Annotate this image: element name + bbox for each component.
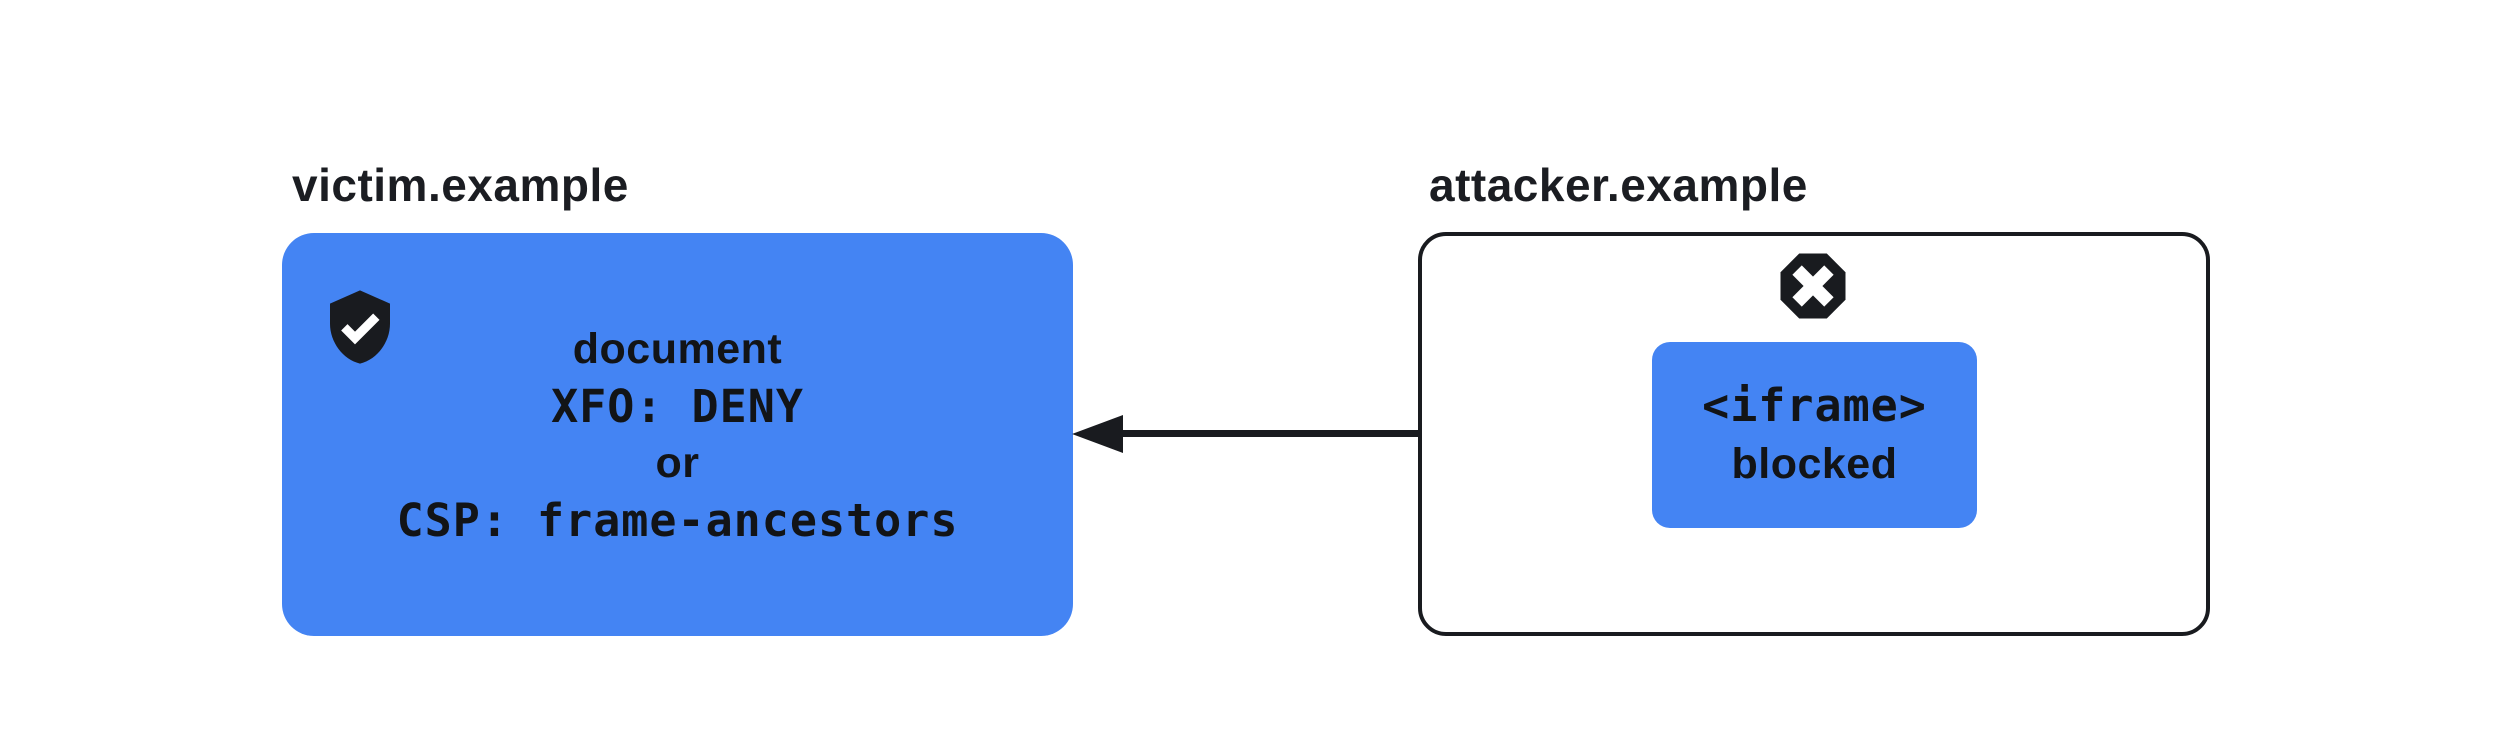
victim-domain-label: victim.example: [292, 159, 629, 211]
octagon-x-icon: [1780, 253, 1846, 319]
attacker-domain-label: attacker.example: [1429, 159, 1808, 211]
victim-document-box: document XFO: DENY or CSP: frame-ancesto…: [282, 233, 1073, 636]
victim-line-document: document: [572, 324, 783, 373]
shield-check-icon: [330, 290, 390, 364]
iframe-blocked-label: blocked: [1731, 440, 1898, 488]
blocked-request-arrowhead-icon: [1072, 415, 1123, 453]
blocked-request-arrow-line: [1120, 430, 1654, 437]
victim-line-or: or: [655, 438, 700, 487]
blocked-iframe-box: <iframe> blocked: [1652, 342, 1977, 528]
victim-line-xfo-deny: XFO: DENY: [551, 379, 804, 433]
iframe-tag-label: <iframe>: [1702, 379, 1927, 432]
victim-line-csp-frame-ancestors: CSP: frame-ancestors: [396, 493, 959, 547]
victim-document-text: document XFO: DENY or CSP: frame-ancesto…: [282, 233, 1073, 636]
